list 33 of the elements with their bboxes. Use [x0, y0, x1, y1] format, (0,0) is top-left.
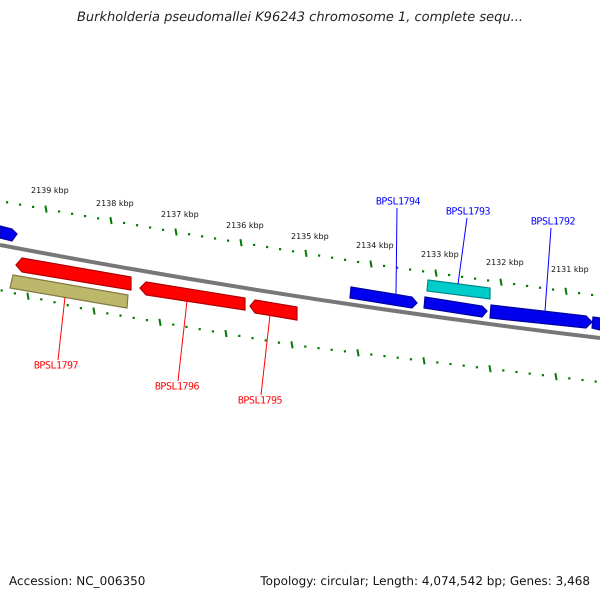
leader-line [178, 300, 188, 382]
gene-label: BPSL1796 [154, 382, 200, 392]
tick-label: 2133 kbp [421, 250, 459, 259]
leader-line [458, 218, 468, 284]
leader-line [544, 228, 552, 312]
tick-label: 2139 kbp [31, 186, 69, 195]
gene-feature [591, 316, 600, 331]
tick-label: 2136 kbp [226, 221, 264, 230]
gene-label: BPSL1793 [446, 206, 490, 218]
tick-label: 2135 kbp [291, 232, 329, 241]
gene-label: BPSL1795 [238, 396, 282, 406]
leader-line [260, 314, 270, 396]
leader-line [58, 296, 66, 360]
tick-label: 2131 kbp [551, 265, 589, 274]
genome-info-text: Topology: circular; Length: 4,074,542 bp; Genes: 3,468 [260, 574, 590, 588]
gene-feature [139, 281, 246, 311]
gene-label: BPSL1792 [530, 216, 576, 228]
gene-feature [423, 296, 488, 318]
tick-label: 2138 kbp [96, 199, 134, 208]
gene-feature [249, 299, 298, 321]
tick-label: 2132 kbp [486, 258, 524, 267]
tick-label: 2137 kbp [161, 210, 199, 219]
gene-label: BPSL1794 [376, 196, 420, 208]
gene-feature [9, 274, 129, 309]
gene-label: BPSL1797 [34, 360, 78, 372]
leader-line [396, 208, 398, 296]
tick-label: 2134 kbp [356, 241, 394, 250]
accession-text: Accession: NC_006350 [9, 574, 146, 588]
title: Burkholderia pseudomallei K96243 chromosome 1, complete sequ... [76, 10, 524, 25]
gene-feature [15, 257, 132, 291]
gene-feature [0, 225, 18, 242]
gene-feature [349, 286, 418, 309]
gene-feature [426, 279, 491, 300]
